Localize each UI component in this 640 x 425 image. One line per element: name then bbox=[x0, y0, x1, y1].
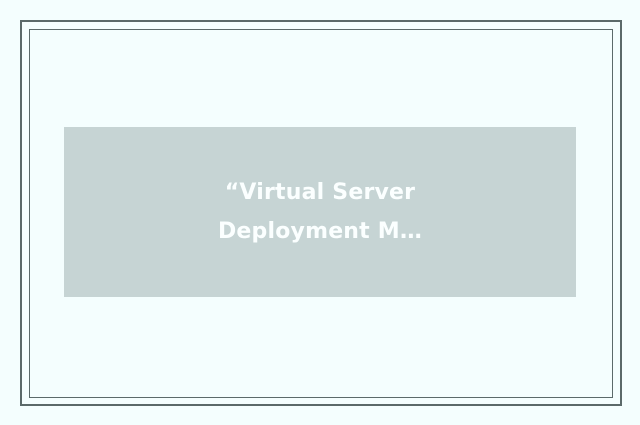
image-placeholder: “Virtual Server Deployment M… bbox=[64, 127, 576, 297]
caption-line-2: Deployment M… bbox=[217, 219, 423, 244]
inner-frame bbox=[29, 29, 613, 398]
caption-line-1: “Virtual Server bbox=[224, 180, 416, 205]
placeholder-caption: “Virtual Server Deployment M… bbox=[210, 173, 430, 251]
outer-frame bbox=[20, 20, 622, 406]
